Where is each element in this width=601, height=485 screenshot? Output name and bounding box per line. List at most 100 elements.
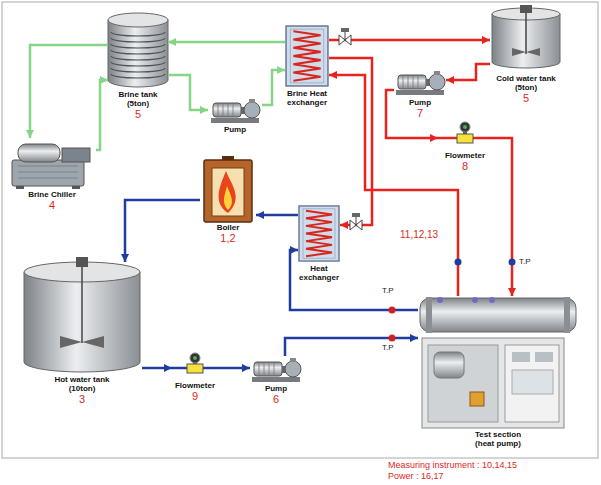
chiller-body: [12, 160, 84, 186]
pipe-line: [96, 80, 108, 150]
pipe-line: [256, 214, 298, 217]
heat-exchanger-figure: [299, 206, 339, 261]
flowmeter-figure: [438, 122, 492, 143]
test-point-label: T.P: [519, 257, 531, 266]
test-point-dot: [455, 259, 462, 266]
callout-number: 3: [22, 393, 142, 405]
brine-chiller-figure: [12, 144, 90, 189]
agitator-motor: [76, 257, 88, 267]
pipe-stub: [438, 137, 457, 140]
shell-nozzle: [489, 297, 495, 303]
callout-number: 5: [108, 108, 168, 120]
shell-flange: [426, 297, 432, 333]
brine-heat-exchanger-figure: [286, 26, 328, 86]
equipment-label: Heat exchanger: [298, 264, 340, 282]
pipe-line: [492, 138, 512, 296]
callout-number: 11,12,13: [400, 229, 438, 240]
equipment-label: Pump: [394, 98, 446, 107]
chiller-leg: [72, 186, 80, 189]
callout-number: 7: [394, 107, 446, 119]
boiler-flame: [219, 171, 236, 213]
panel-meter: [512, 352, 530, 362]
equipment-label: Brine tank (5ton): [108, 90, 168, 108]
hot-water-tank-figure: [24, 257, 140, 372]
chiller-grille: [18, 166, 78, 178]
pipe-line: [446, 64, 490, 80]
agitator-paddle: [512, 48, 540, 56]
chiller-box: [62, 148, 90, 162]
equipment-node: Pump6: [250, 356, 302, 405]
compressor: [434, 352, 464, 378]
brine-tank-figure: [108, 13, 168, 87]
valve-handle: [352, 213, 360, 217]
test-section-figure: [420, 297, 576, 428]
equipment-label: Cold water tank (5ton): [490, 74, 562, 92]
equipment-label: Pump: [208, 125, 262, 134]
pipe-line: [329, 58, 372, 225]
gauge-face: [193, 356, 197, 360]
equipment-node: Brine Chiller4: [8, 138, 96, 211]
equipment-label: Pump: [250, 384, 302, 393]
equipment-label: Hot water tank (10ton): [49, 375, 115, 393]
valve-body: [350, 220, 362, 230]
shell-nozzle: [437, 297, 443, 303]
condenser-shell: [420, 298, 576, 332]
cabinet-part: [470, 392, 484, 406]
equipment-label: Test section (heat pump): [465, 430, 531, 448]
tank-coil: [111, 32, 165, 78]
shell-nozzle: [472, 297, 478, 303]
shell-flange: [564, 297, 570, 333]
callout-number: 4: [8, 199, 96, 211]
panel-screen: [512, 370, 553, 394]
equipment-label: Brine Chiller: [8, 190, 96, 199]
flowmeter-figure: [172, 353, 218, 373]
valve-stem: [345, 31, 346, 40]
callout-number: 6: [250, 393, 302, 405]
boiler-chamber: [212, 168, 244, 216]
equipment-node: Cold water tank (5ton)5: [490, 4, 562, 104]
note-text: Measuring instrument : 10,14,15: [388, 460, 517, 471]
flowmeter-body: [457, 134, 473, 143]
agitator-motor: [520, 5, 532, 13]
flowmeter-body: [187, 364, 203, 373]
valve-symbol: [350, 213, 362, 230]
equipment-label: Boiler: [200, 223, 256, 232]
panel-meter: [535, 352, 553, 362]
equipment-node: Pump: [208, 98, 262, 134]
equipment-node: Heat exchanger: [298, 205, 340, 282]
heat-pump-cabinet: [422, 338, 564, 428]
gauge-face: [463, 125, 467, 129]
tank-body: [492, 14, 560, 68]
cold-water-tank-figure: [492, 5, 560, 68]
pipe-line: [329, 75, 458, 296]
pipe-stub: [203, 367, 218, 370]
tank-top: [108, 13, 168, 27]
test-point-dot: [389, 335, 396, 342]
callout-number: 9: [172, 390, 218, 402]
valve-body: [339, 35, 351, 45]
cabinet-bay: [428, 345, 498, 422]
equipment-label: Brine Heat exchanger: [285, 89, 329, 107]
equipment-node: Flowmeter8: [438, 122, 492, 172]
figure-frame: [2, 2, 598, 458]
note-text: Power : 16,17: [388, 471, 444, 482]
pipe-line: [30, 45, 108, 138]
agitator-shaft: [525, 13, 527, 54]
chiller-compressor: [18, 144, 60, 162]
pipe-line: [285, 338, 418, 356]
tank-body: [108, 20, 168, 87]
callout-number: 5: [490, 92, 562, 104]
equipment-node: Flowmeter9: [172, 354, 218, 402]
boiler-figure: [204, 156, 252, 222]
boiler-flame-core: [224, 186, 232, 210]
chiller-leg: [16, 186, 24, 189]
brine-pump-figure: [211, 99, 260, 123]
pipe-line: [142, 367, 172, 370]
equipment-node: Boiler1,2: [200, 160, 256, 244]
pipe-line: [125, 200, 200, 262]
pipe-stub: [172, 367, 187, 370]
control-panel: [505, 345, 559, 422]
valve-symbol: [339, 28, 351, 45]
